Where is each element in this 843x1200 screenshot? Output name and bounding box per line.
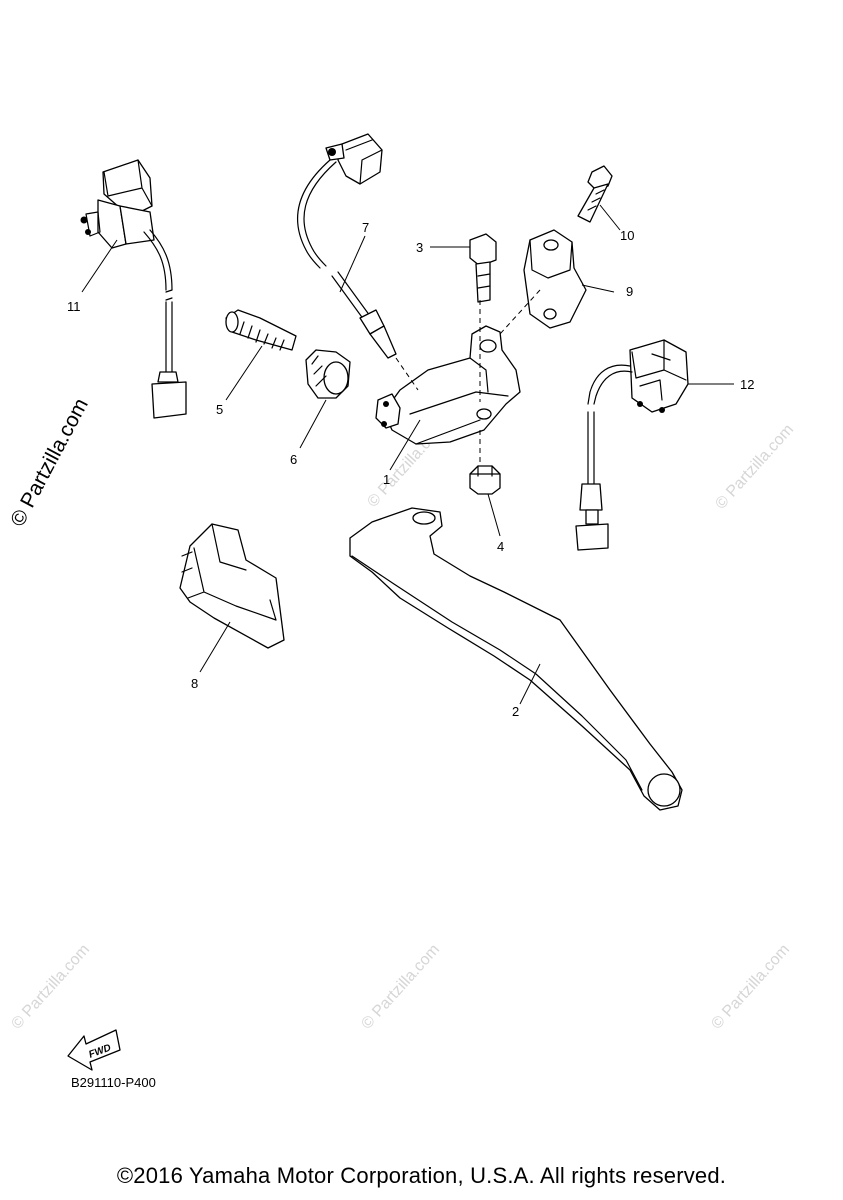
part-12-switch	[575, 339, 689, 551]
callout-3: 3	[416, 240, 423, 255]
fwd-arrow-icon: FWD	[67, 1029, 121, 1071]
callout-12: 12	[740, 377, 754, 392]
watermark-bottom-right: © Partzilla.com	[708, 941, 793, 1032]
part-11-switch	[80, 159, 187, 419]
callout-8: 8	[191, 676, 198, 691]
part-7-switch-cable	[296, 133, 397, 359]
callout-9: 9	[626, 284, 633, 299]
callout-1: 1	[383, 472, 390, 487]
copyright-notice: ©2016 Yamaha Motor Corporation, U.S.A. A…	[116, 1163, 727, 1188]
watermark-bottom-left: © Partzilla.com	[8, 941, 93, 1032]
part-3-bolt	[469, 233, 497, 303]
callout-11: 11	[67, 299, 81, 314]
leader-lines	[81, 204, 734, 705]
part-6-locknut	[305, 349, 351, 399]
diagram-code: B291110-P400	[71, 1075, 156, 1090]
part-5-adjuster	[225, 309, 297, 351]
callout-labels: 11 7 3 10 9 12 5 6 1 4 8 2	[67, 220, 754, 719]
callout-10: 10	[620, 228, 634, 243]
callout-7: 7	[362, 220, 369, 235]
watermark-left-main: © Partzilla.com	[6, 395, 93, 531]
callout-4: 4	[497, 539, 504, 554]
part-4-nut	[469, 465, 501, 495]
part-1-lever-holder	[375, 325, 521, 445]
callout-5: 5	[216, 402, 223, 417]
part-10-bolt	[577, 165, 613, 223]
watermarks: © Partzilla.com © Partzilla.com © Partzi…	[6, 395, 797, 1033]
watermark-top-right: © Partzilla.com	[712, 421, 797, 512]
callout-2: 2	[512, 704, 519, 719]
part-2-lever	[349, 507, 683, 811]
callout-6: 6	[290, 452, 297, 467]
watermark-bottom-center: © Partzilla.com	[358, 941, 443, 1032]
part-9-clamp	[523, 229, 587, 329]
part-8-lever-cover	[179, 523, 285, 649]
